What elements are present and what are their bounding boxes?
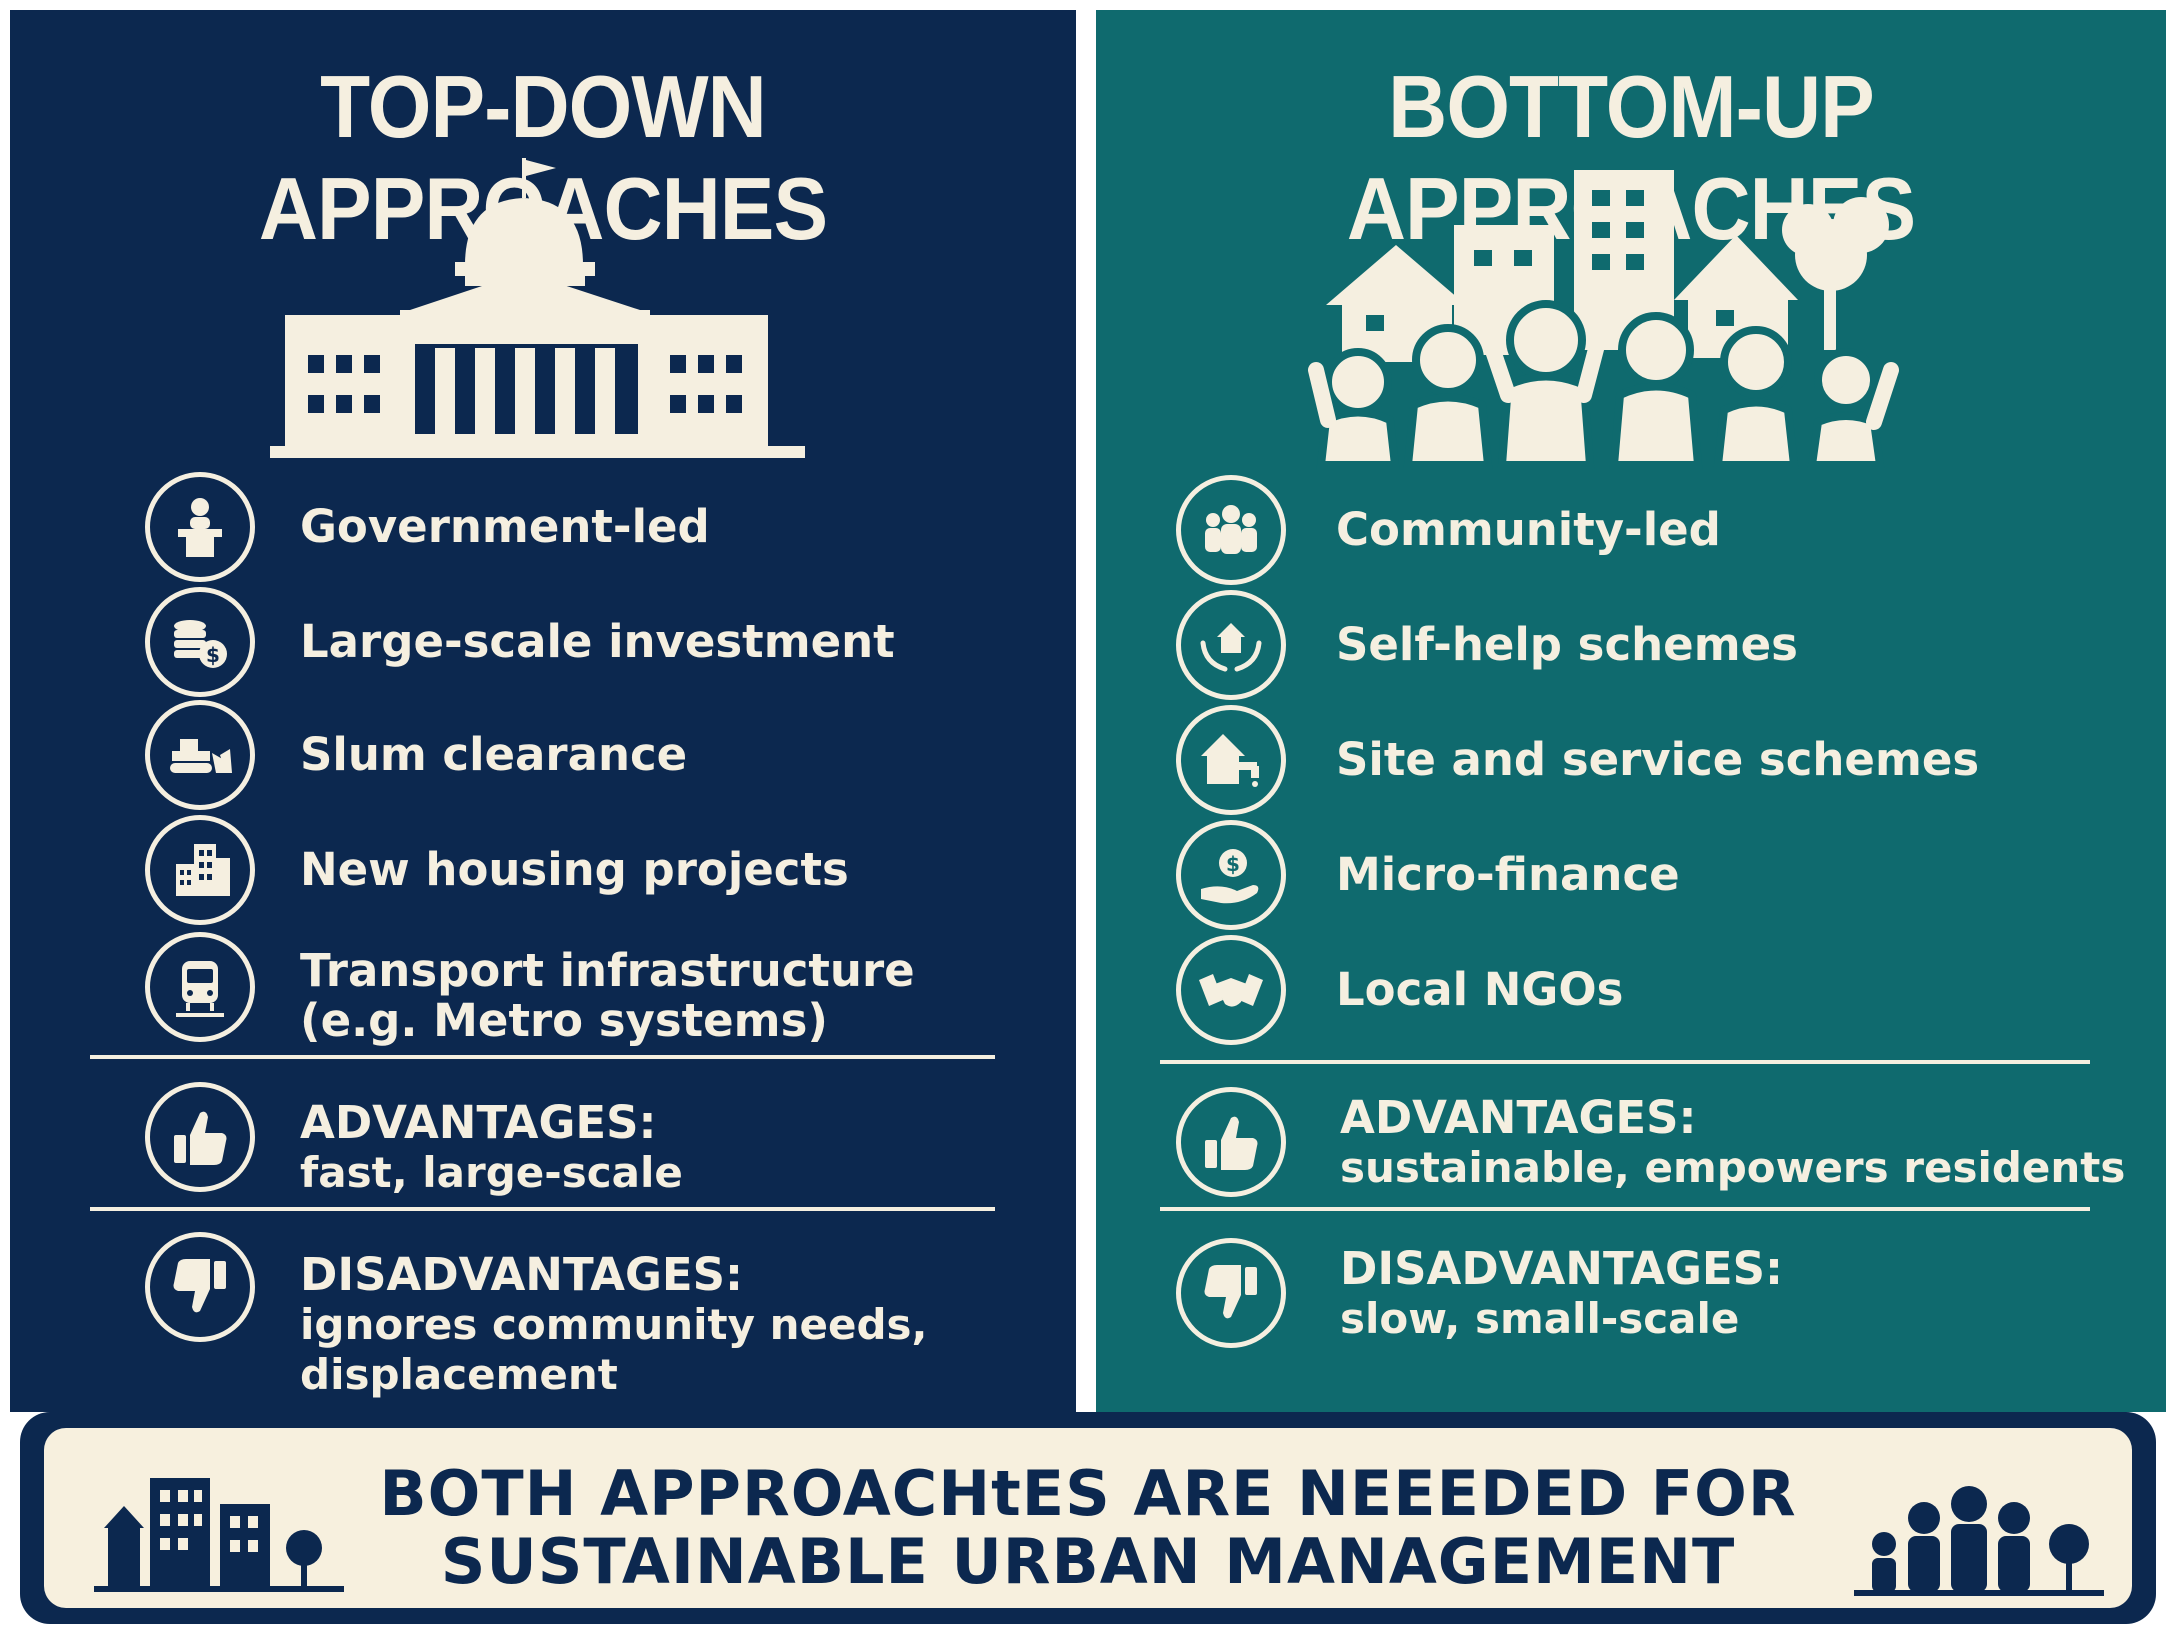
divider xyxy=(1160,1207,2090,1211)
item-label: Community-led xyxy=(1336,503,1721,556)
disadvantages-text: ignores community needs, xyxy=(300,1300,928,1349)
hand-coin-icon: $ xyxy=(1176,820,1286,930)
footer-line-2: SUSTAINABLE URBAN MANAGEMENT xyxy=(440,1525,1736,1598)
advantages-row: ADVANTAGES: fast, large-scale xyxy=(10,1082,1076,1197)
list-item-self-help-schemes: Self-help schemes xyxy=(1096,590,2166,700)
list-item-new-housing-projects: New housing projects xyxy=(10,815,1076,925)
footer-inner: BOTH APPROACHtES ARE NEEEDED FOR SUSTAIN… xyxy=(44,1428,2132,1608)
divider xyxy=(90,1055,995,1059)
disadvantages-heading: DISADVANTAGES: xyxy=(300,1248,744,1301)
train-icon xyxy=(145,932,255,1042)
bulldozer-icon xyxy=(145,700,255,810)
top-down-panel: TOP-DOWN APPROACHES xyxy=(10,10,1076,1412)
disadvantages-row: DISADVANTAGES: ignores community needs, … xyxy=(10,1232,1076,1399)
advantages-row: ADVANTAGES: sustainable, empowers reside… xyxy=(1096,1087,2166,1197)
list-item-government-led: Government-led xyxy=(10,472,1076,582)
city-buildings-icon xyxy=(94,1478,344,1592)
item-label: Slum clearance xyxy=(300,728,688,781)
coins-icon: $ xyxy=(145,587,255,697)
list-item-micro-finance: $ Micro-finance xyxy=(1096,820,2166,930)
handshake-icon xyxy=(1176,935,1286,1045)
list-item-slum-clearance: Slum clearance xyxy=(10,700,1076,810)
item-label: Government-led xyxy=(300,500,710,553)
disadvantages-heading: DISADVANTAGES: xyxy=(1340,1242,1784,1295)
apartment-icon xyxy=(145,815,255,925)
footer-line-1: BOTH APPROACHtES ARE NEEEDED FOR xyxy=(379,1457,1797,1530)
item-label-secondary: (e.g. Metro systems) xyxy=(300,994,828,1047)
list-item-community-led: Community-led xyxy=(1096,475,2166,585)
community-people-icon xyxy=(1308,170,1899,469)
divider xyxy=(90,1207,995,1211)
item-label: Self-help schemes xyxy=(1336,618,1798,671)
house-tap-icon xyxy=(1176,705,1286,815)
advantages-text: sustainable, empowers residents xyxy=(1340,1143,2126,1192)
disadvantages-text: slow, small-scale xyxy=(1340,1294,1740,1343)
disadvantages-text-secondary: displacement xyxy=(300,1350,618,1399)
hands-house-icon xyxy=(1176,590,1286,700)
thumbs-down-icon xyxy=(145,1232,255,1342)
people-group-icon xyxy=(1854,1486,2104,1596)
svg-text:$: $ xyxy=(206,643,220,667)
advantages-heading: ADVANTAGES: xyxy=(300,1096,657,1149)
footer-banner: BOTH APPROACHtES ARE NEEEDED FOR SUSTAIN… xyxy=(20,1412,2156,1624)
disadvantages-row: DISADVANTAGES: slow, small-scale xyxy=(1096,1238,2166,1348)
podium-icon xyxy=(145,472,255,582)
item-label: Site and service schemes xyxy=(1336,733,1980,786)
item-label: Transport infrastructure xyxy=(300,944,915,997)
svg-text:$: $ xyxy=(1226,852,1240,876)
item-label: Local NGOs xyxy=(1336,963,1624,1016)
item-label: Large-scale investment xyxy=(300,615,895,668)
list-item-large-scale-investment: $ Large-scale investment xyxy=(10,587,1076,697)
advantages-heading: ADVANTAGES: xyxy=(1340,1091,1697,1144)
bottom-up-panel: BOTTOM-UP APPROACHES xyxy=(1096,10,2166,1412)
advantages-text: fast, large-scale xyxy=(300,1148,683,1197)
item-label: Micro-finance xyxy=(1336,848,1680,901)
government-building-icon xyxy=(270,158,805,458)
thumbs-up-icon xyxy=(145,1082,255,1192)
list-item-local-ngos: Local NGOs xyxy=(1096,935,2166,1045)
footer-message: BOTH APPROACHtES ARE NEEEDED FOR SUSTAIN… xyxy=(344,1460,1832,1596)
list-item-site-and-service-schemes: Site and service schemes xyxy=(1096,705,2166,815)
divider xyxy=(1160,1060,2090,1064)
thumbs-down-icon xyxy=(1176,1238,1286,1348)
group-icon xyxy=(1176,475,1286,585)
item-label: New housing projects xyxy=(300,843,849,896)
list-item-transport-infrastructure: Transport infrastructure (e.g. Metro sys… xyxy=(10,932,1076,1046)
thumbs-up-icon xyxy=(1176,1087,1286,1197)
